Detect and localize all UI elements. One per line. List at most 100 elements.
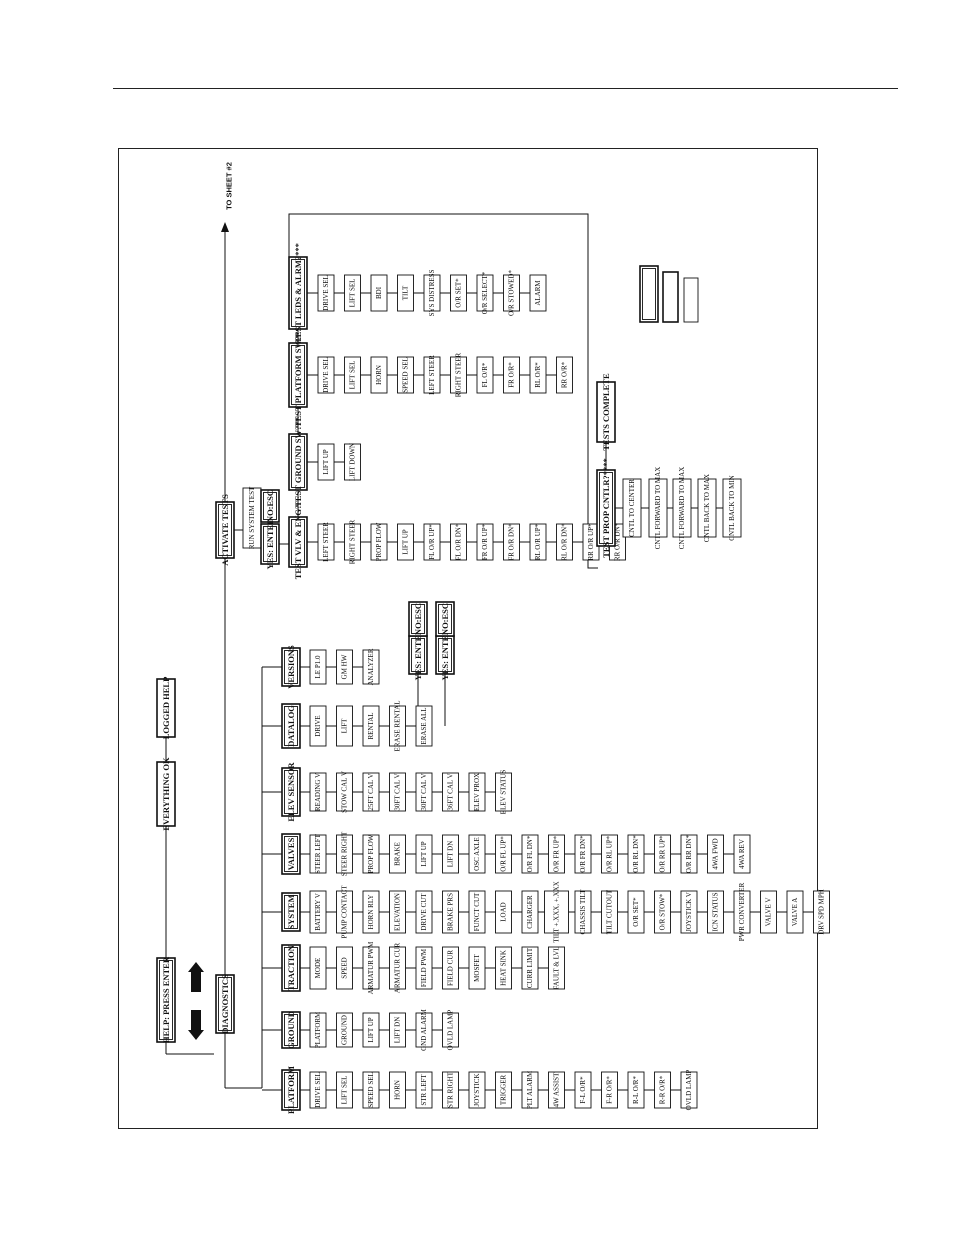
diag-item[interactable]: ARMATUR CUR — [389, 942, 406, 993]
diag-item[interactable]: FUNCT CUT — [468, 890, 486, 934]
test-item[interactable]: RIGHT STEER — [450, 352, 467, 397]
test-item[interactable]: FL O/R DN* — [450, 523, 467, 561]
test-item[interactable]: O/R SET* — [450, 274, 467, 312]
diag-item[interactable]: LE P1.0 — [309, 649, 327, 685]
diag-item[interactable]: JOYSTICK V — [680, 890, 698, 934]
diag-item[interactable]: ARMATUR PWM — [362, 941, 380, 994]
test-prop-cntlr-node[interactable]: TEST PROP CNTLR?**** — [596, 458, 616, 558]
diagnostics-node[interactable]: DIAGNOSTICS — [215, 974, 235, 1034]
test-item[interactable]: LIFT SEL — [344, 356, 361, 394]
erase-rental-no-esc[interactable]: NO:ESC — [408, 601, 428, 637]
test-item[interactable]: DRIVE SEL — [317, 356, 335, 394]
diag-item[interactable]: O/R RR DN* — [680, 834, 698, 874]
diag-item[interactable]: GND ALARM — [415, 1008, 433, 1051]
test-item[interactable]: LIFT SEL — [344, 274, 361, 312]
diag-item[interactable]: TILT CUTOUT — [601, 889, 618, 934]
diag-item[interactable]: ELEV PROX — [468, 772, 486, 812]
test-item[interactable]: FR O/R UP* — [476, 523, 494, 561]
diag-item[interactable]: CURR LIMIT — [521, 946, 539, 990]
test-item[interactable]: RL O/R DN* — [556, 523, 573, 561]
diag-item[interactable]: ELEV STATUS — [495, 770, 512, 815]
diag-item[interactable]: O/R FR UP* — [548, 834, 565, 874]
diag-category-ground[interactable]: GROUND — [281, 1011, 301, 1049]
test-item[interactable]: HORN — [370, 356, 388, 394]
diag-category-platform[interactable]: PLATFORM — [281, 1066, 301, 1114]
diag-item[interactable]: O/R STOW* — [654, 890, 671, 934]
diag-item[interactable]: OSC AXLE — [468, 834, 486, 874]
diag-item[interactable]: VALVE A — [786, 890, 804, 934]
diag-item[interactable]: CHARGER — [521, 890, 539, 934]
diag-item[interactable]: R-R O/R* — [654, 1071, 671, 1109]
erase-all-no-esc[interactable]: NO:ESC — [435, 601, 455, 637]
diag-item[interactable]: O/R FR DN* — [574, 834, 592, 874]
diag-item[interactable]: O/R RR UP* — [654, 834, 671, 874]
test-header-2[interactable]: TEST PLATFORM SW?*** — [288, 323, 308, 427]
test-item[interactable]: ALARM — [529, 274, 547, 312]
diag-item[interactable]: O/R FL DN* — [521, 834, 539, 874]
diag-item[interactable]: OVLD LAMP — [442, 1010, 459, 1051]
diag-item[interactable]: 25FT CAL V — [362, 772, 380, 812]
test-item[interactable]: DRIVE SEL — [317, 274, 335, 312]
test-item[interactable]: O/R SELECT* — [476, 271, 494, 314]
diag-item[interactable]: STOW CAL V — [336, 771, 353, 813]
diag-item[interactable]: GROUND — [336, 1012, 353, 1048]
diag-item[interactable]: R-L O/R* — [627, 1071, 645, 1109]
diag-item[interactable]: PROP FLOW — [362, 834, 380, 874]
diag-item[interactable]: ANALYZER — [362, 648, 380, 686]
help-press-enter-node[interactable]: HELP: PRESS ENTER — [156, 956, 176, 1043]
test-item[interactable]: FL O/R UP* — [423, 523, 441, 561]
diag-item[interactable]: MODE — [309, 946, 327, 990]
diag-item[interactable]: LIFT UP — [362, 1012, 380, 1048]
diag-item[interactable]: F-R O/R* — [601, 1071, 618, 1109]
diag-item[interactable]: DRIVE SEL — [309, 1071, 327, 1109]
test-item[interactable]: RL O/R* — [529, 356, 547, 394]
diag-item[interactable]: READING V — [309, 772, 327, 812]
diag-item[interactable]: DRV SPD MPH — [813, 889, 830, 935]
diag-item[interactable]: HORN — [389, 1071, 406, 1109]
test-item[interactable]: LEFT STEER — [423, 355, 441, 395]
test-item[interactable]: RL O/R UP* — [529, 523, 547, 561]
diag-item[interactable]: ERASE RENTAL — [389, 701, 406, 752]
diag-item[interactable]: FIELD PWM — [415, 946, 433, 990]
diag-item[interactable]: CHASSIS TILT — [574, 889, 592, 935]
diag-item[interactable]: RENTAL — [362, 705, 380, 747]
prop-test-item[interactable]: CNTL BACK TO MAX — [697, 474, 717, 542]
test-item[interactable]: TILT — [397, 274, 414, 312]
diag-item[interactable]: 4WA FWD — [707, 834, 724, 874]
diag-item[interactable]: HORN RLY — [362, 890, 380, 934]
diag-item[interactable]: JOYSTICK — [468, 1071, 486, 1109]
activate-no-esc[interactable]: NO:ESC — [260, 489, 280, 523]
diag-item[interactable]: FIELD CUR — [442, 946, 459, 990]
diag-item[interactable]: GM HW — [336, 649, 353, 685]
test-item[interactable]: BDI — [370, 274, 388, 312]
diag-item[interactable]: F-L O/R* — [574, 1071, 592, 1109]
diag-item[interactable]: ELEVATION — [389, 890, 406, 934]
diag-item[interactable]: SPEED SEL — [362, 1071, 380, 1109]
diag-item[interactable]: 4WA REV — [733, 834, 751, 874]
prop-test-item[interactable]: CNTL FORWARD TO MAX — [672, 467, 692, 550]
diag-item[interactable]: LOAD — [495, 890, 512, 934]
diag-item[interactable]: HEAT SINK — [495, 946, 512, 990]
diag-item[interactable]: BRAKE PRS — [442, 890, 459, 934]
diag-item[interactable]: ERASE ALL — [415, 705, 433, 747]
diag-item[interactable]: STEER RIGHT — [336, 831, 353, 876]
test-item[interactable]: PROP FLOW — [370, 522, 388, 561]
test-item[interactable]: SYS DISTRESS — [423, 269, 441, 316]
diag-item[interactable]: DRIVE CUT — [415, 890, 433, 934]
diag-item[interactable]: O/R RL DN* — [627, 834, 645, 874]
test-item[interactable]: LIFT DOWN — [344, 443, 361, 481]
test-item[interactable]: LEFT STEER — [317, 522, 335, 562]
diag-item[interactable]: PUMP CONTACT — [336, 885, 353, 939]
diag-category-valves[interactable]: VALVES — [281, 833, 301, 875]
diag-item[interactable]: 30FT CAL V — [389, 772, 406, 812]
test-item[interactable]: FR O/R* — [503, 356, 520, 394]
diag-item[interactable]: STR RIGHT — [442, 1071, 459, 1109]
diag-item[interactable]: LIFT SEL — [336, 1071, 353, 1109]
test-item[interactable]: RIGHT STEER — [344, 519, 361, 564]
diag-item[interactable]: O/R RL UP* — [601, 834, 618, 874]
diag-item[interactable]: BATTERY V — [309, 890, 327, 934]
diag-item[interactable]: ICN STATUS — [707, 890, 724, 934]
test-header-0[interactable]: TEST VLV & ENG? — [288, 505, 308, 580]
diag-item[interactable]: 30FT CAL V — [415, 772, 433, 812]
diag-item[interactable]: PWR CONVERTER — [733, 882, 751, 941]
